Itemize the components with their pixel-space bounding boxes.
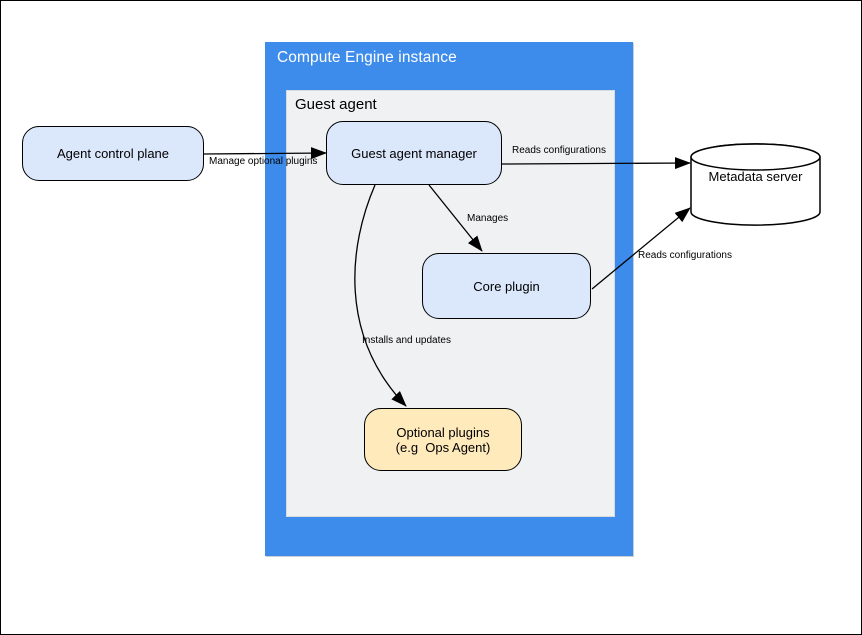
- edge-label-reads-configurations-bottom: Reads configurations: [638, 250, 732, 261]
- node-agent-control-plane: Agent control plane: [22, 126, 204, 181]
- edge-label-reads-configurations-top: Reads configurations: [512, 145, 606, 156]
- node-guest-agent-manager-label: Guest agent manager: [351, 145, 477, 161]
- compute-engine-instance-title: Compute Engine instance: [277, 49, 457, 66]
- database-cylinder-icon: [690, 143, 821, 226]
- edge-label-manage-optional-plugins: Manage optional plugins: [209, 156, 318, 167]
- node-metadata-server-label: Metadata server: [708, 169, 803, 184]
- node-core-plugin: Core plugin: [422, 253, 591, 319]
- guest-agent-title: Guest agent: [295, 96, 377, 113]
- node-agent-control-plane-label: Agent control plane: [56, 146, 170, 161]
- node-core-plugin-label: Core plugin: [473, 278, 540, 294]
- node-guest-agent-manager: Guest agent manager: [326, 121, 502, 185]
- node-metadata-server: Metadata server: [690, 143, 821, 227]
- node-optional-plugins-label-line1: Optional plugins: [396, 424, 490, 440]
- cylinder-top: [690, 143, 821, 171]
- node-optional-plugins: Optional plugins (e.g Ops Agent): [364, 408, 522, 471]
- edge-label-installs-and-updates: Installs and updates: [362, 335, 451, 346]
- node-optional-plugins-label-line2: (e.g Ops Agent): [395, 439, 491, 455]
- edge-label-manages: Manages: [467, 213, 509, 224]
